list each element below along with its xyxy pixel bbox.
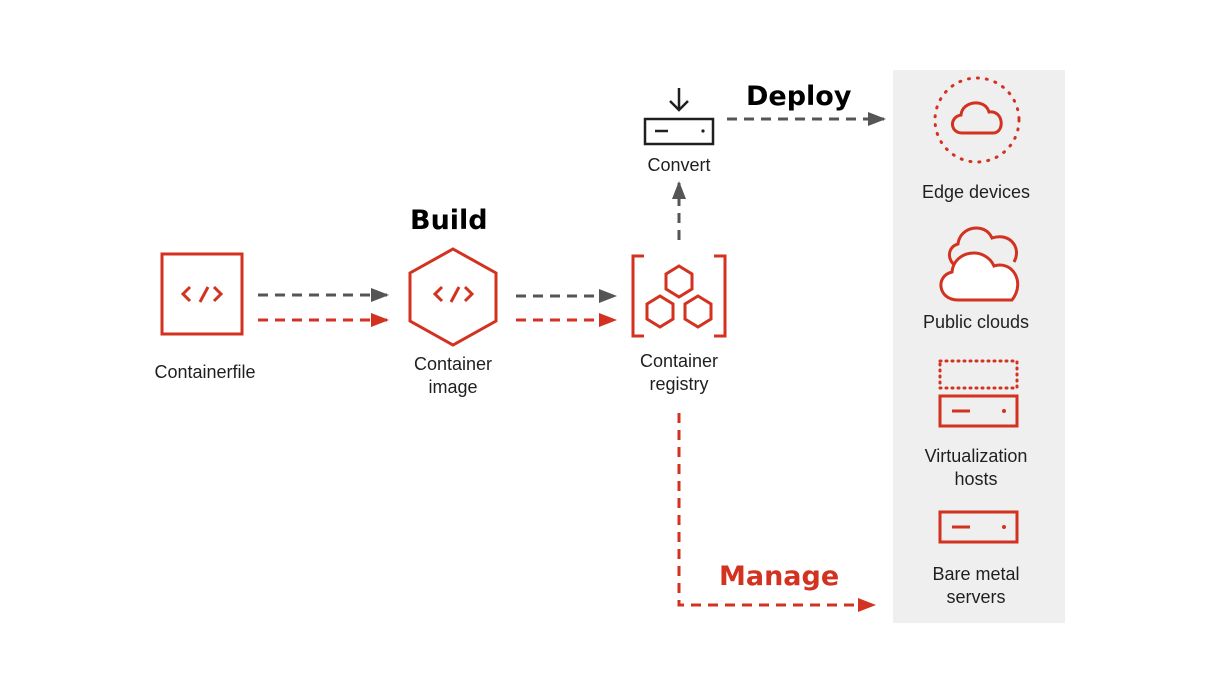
virtualization-hosts-label-line1: Virtualization [924, 446, 1028, 466]
server-stack-icon [938, 359, 1019, 428]
server-icon [938, 510, 1019, 544]
bare-metal-servers-label: Bare metal servers [893, 563, 1059, 609]
public-clouds-label: Public clouds [922, 312, 1030, 332]
bare-metal-servers-label-line2: servers [946, 587, 1006, 607]
cloud-dotted-circle-icon [933, 76, 1021, 164]
containerfile-label: Containerfile [154, 362, 256, 382]
container-image-label: Container image [393, 353, 513, 399]
manage-stage-label: Manage [719, 561, 840, 592]
container-image-label-line1: Container [413, 354, 493, 374]
bare-metal-servers-label-line1: Bare metal [932, 564, 1020, 584]
container-image-label-line2: image [428, 377, 478, 397]
code-hexagon-icon [408, 247, 498, 347]
convert-label: Convert [647, 155, 711, 175]
manage-arrow [677, 413, 876, 612]
edge-devices-label: Edge devices [921, 182, 1031, 202]
virtualization-hosts-label-line2: hosts [954, 469, 998, 489]
build-stage-label: Build [410, 205, 488, 236]
clouds-icon [939, 226, 1020, 302]
hexagon-cluster-icon [631, 254, 727, 338]
download-tray-icon [643, 88, 715, 146]
container-registry-label: Container registry [619, 350, 739, 396]
deploy-stage-label: Deploy [746, 81, 852, 112]
container-registry-label-line1: Container [639, 351, 719, 371]
virtualization-hosts-label: Virtualization hosts [893, 445, 1059, 491]
container-registry-label-line2: registry [649, 374, 709, 394]
code-file-icon [160, 252, 244, 336]
